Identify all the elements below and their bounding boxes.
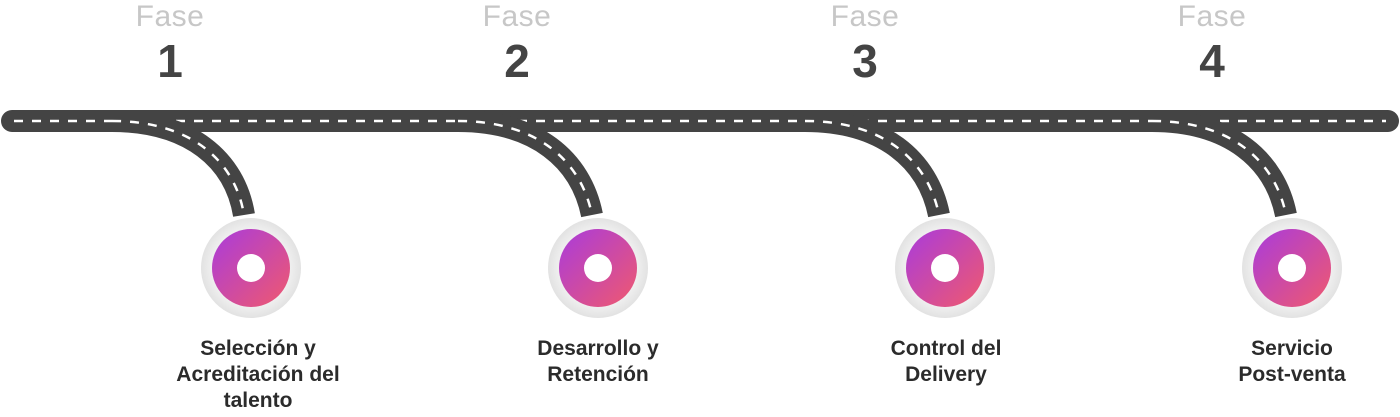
phase-caption-4: Servicio Post-venta <box>1172 336 1400 388</box>
phase-caption-3: Control del Delivery <box>826 336 1066 388</box>
phase-node-2 <box>548 218 648 318</box>
phase-label: Fase <box>830 0 900 33</box>
phase-label: Fase <box>135 0 205 33</box>
phase-caption-1: Selección y Acreditación del talento <box>138 336 378 414</box>
caption-line: Retención <box>547 363 649 386</box>
phase-caption-2: Desarrollo y Retención <box>478 336 718 388</box>
branch-road-4 <box>1151 110 1297 218</box>
caption-line: Acreditación del <box>176 363 340 386</box>
phase-number: 2 <box>504 35 530 87</box>
phase-number: 3 <box>852 35 878 87</box>
caption-line: Control del <box>890 337 1002 360</box>
caption-line: Servicio <box>1251 337 1333 360</box>
phase-node-4 <box>1242 218 1342 318</box>
phase-heading-2: Fase 2 <box>397 0 637 86</box>
phase-node-1 <box>201 218 301 318</box>
phase-label: Fase <box>482 0 552 33</box>
caption-line: Delivery <box>905 363 987 386</box>
caption-line: talento <box>223 389 293 412</box>
phase-number: 4 <box>1199 35 1225 87</box>
branch-road-3 <box>804 110 950 218</box>
phase-label: Fase <box>1177 0 1247 33</box>
phase-heading-3: Fase 3 <box>745 0 985 86</box>
phase-heading-1: Fase 1 <box>50 0 290 86</box>
caption-line: Selección y <box>200 337 316 360</box>
phase-number: 1 <box>157 35 183 87</box>
phase-node-3 <box>895 218 995 318</box>
branch-road-2 <box>457 110 603 218</box>
branch-road-1 <box>111 110 255 218</box>
caption-line: Post-venta <box>1238 363 1346 386</box>
phase-heading-4: Fase 4 <box>1092 0 1332 86</box>
caption-line: Desarrollo y <box>537 337 659 360</box>
